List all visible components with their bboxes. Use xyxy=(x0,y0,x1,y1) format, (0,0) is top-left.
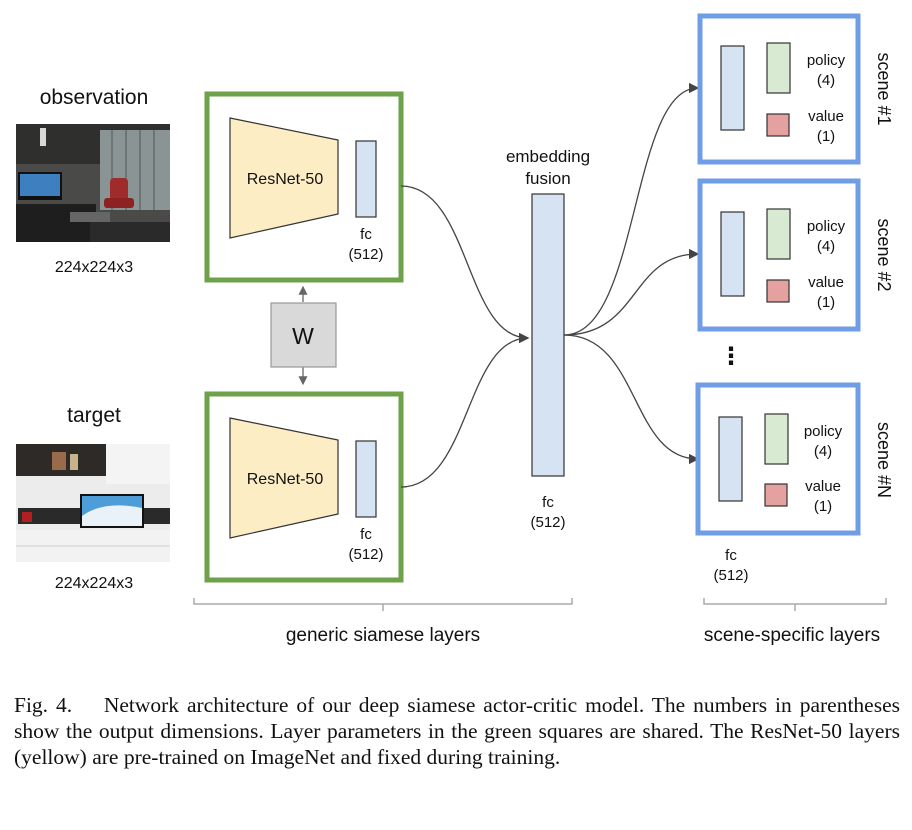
value-dim-1: (1) xyxy=(817,128,835,145)
observation-label: observation xyxy=(40,86,149,109)
fc-dim-top: (512) xyxy=(348,246,383,263)
policy-block-1 xyxy=(766,42,791,94)
siamese-group-label: generic siamese layers xyxy=(286,625,480,646)
scene-branch-2: policy (4) value (1) scene #2 xyxy=(697,178,894,332)
policy-block-2 xyxy=(766,208,791,260)
siamese-group-bracket xyxy=(193,598,573,611)
fc-label-top: fc xyxy=(360,226,372,243)
policy-label-n: policy xyxy=(804,423,843,440)
policy-dim-1: (4) xyxy=(817,72,835,89)
connector-top-to-fusion xyxy=(400,185,530,344)
siamese-branch-top: ResNet-50 fc (512) xyxy=(204,91,404,283)
scene-fc-label: fc xyxy=(725,547,737,564)
connector-fusion-to-scene2 xyxy=(563,248,700,336)
fc-dim-bottom: (512) xyxy=(348,546,383,563)
shared-weights-box xyxy=(270,302,337,368)
value-dim-2: (1) xyxy=(817,294,835,311)
scene-fc-block-2 xyxy=(720,211,745,297)
caption-text: Network architecture of our deep siamese… xyxy=(14,693,900,769)
resnet-block-bottom xyxy=(229,417,339,539)
connector-fusion-to-scene1 xyxy=(563,82,700,336)
figure-caption: Fig. 4. Network architecture of our deep… xyxy=(14,692,900,770)
resnet-block-top xyxy=(229,117,339,239)
value-block-2 xyxy=(766,279,790,303)
value-dim-n: (1) xyxy=(814,498,832,515)
scene-branch-1: policy (4) value (1) scene #1 xyxy=(697,13,894,165)
scene-fc-dim: (512) xyxy=(713,567,748,584)
fusion-fc-block xyxy=(531,193,565,477)
fc-label-bottom: fc xyxy=(360,526,372,543)
policy-label-1: policy xyxy=(807,52,846,69)
scene-branch-n: policy (4) value (1) scene #N xyxy=(695,382,894,536)
policy-label-2: policy xyxy=(807,218,846,235)
scene-group-label: scene-specific layers xyxy=(704,625,880,646)
fc-block-bottom xyxy=(355,440,377,518)
policy-dim-n: (4) xyxy=(814,443,832,460)
target-image xyxy=(16,444,170,562)
connector-fusion-to-sceneN xyxy=(563,334,700,465)
value-label-2: value xyxy=(808,274,844,291)
fusion-fc-label: fc xyxy=(542,494,554,511)
observation-image xyxy=(16,124,170,242)
caption-fig-label: Fig. 4. xyxy=(14,693,73,717)
value-block-1 xyxy=(766,113,790,137)
policy-dim-2: (4) xyxy=(817,238,835,255)
scene-fc-block-1 xyxy=(720,45,745,131)
fusion-title-line1: embedding xyxy=(506,147,590,166)
architecture-diagram: observation 224x224x3 target 224x224x3 xyxy=(16,13,894,646)
resnet-label-bottom: ResNet-50 xyxy=(247,471,324,488)
scene-label-1: scene #1 xyxy=(874,52,894,125)
scene-fc-block-n xyxy=(718,416,743,502)
shared-weights-label: W xyxy=(292,323,314,349)
value-label-n: value xyxy=(805,478,841,495)
policy-block-n xyxy=(764,413,789,465)
fc-block-top xyxy=(355,140,377,218)
value-label-1: value xyxy=(808,108,844,125)
connector-bottom-to-fusion xyxy=(400,332,530,488)
scene-group-bracket xyxy=(703,598,887,611)
scene-label-n: scene #N xyxy=(874,422,894,498)
value-block-n xyxy=(764,483,788,507)
fusion-title-line2: fusion xyxy=(525,169,570,188)
resnet-label-top: ResNet-50 xyxy=(247,171,324,188)
siamese-branch-bottom: ResNet-50 fc (512) xyxy=(204,391,404,583)
observation-size: 224x224x3 xyxy=(55,259,133,276)
target-size: 224x224x3 xyxy=(55,575,133,592)
scene-ellipsis: ⋮ xyxy=(719,343,743,370)
scene-label-2: scene #2 xyxy=(874,218,894,291)
fusion-fc-dim: (512) xyxy=(530,514,565,531)
target-label: target xyxy=(67,404,121,427)
